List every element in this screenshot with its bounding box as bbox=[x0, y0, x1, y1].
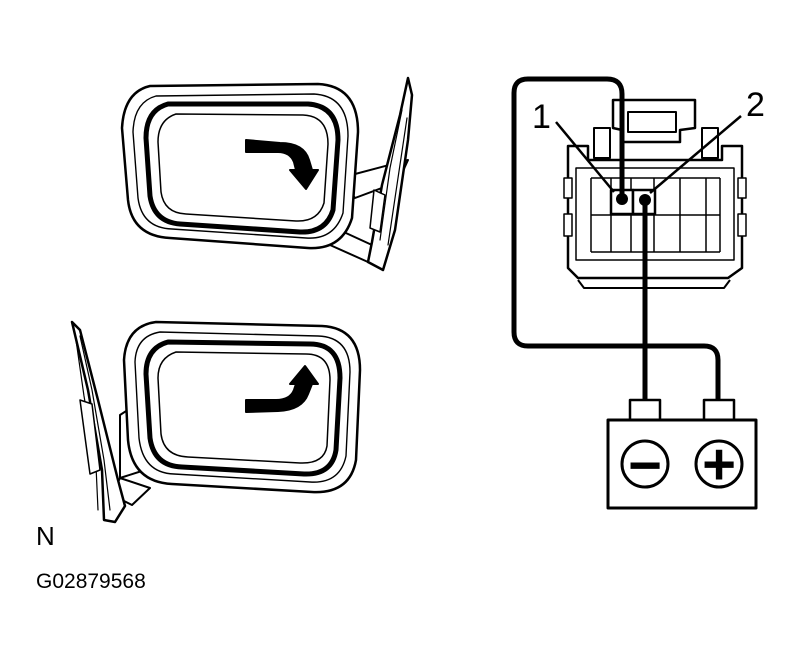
terminal-2-label: 2 bbox=[746, 86, 765, 124]
terminal-1-label: 1 bbox=[532, 98, 551, 136]
battery-positive-sign: + bbox=[702, 432, 736, 497]
lower-mirror-glass-frame bbox=[143, 339, 343, 477]
positive-lead bbox=[511, 76, 721, 405]
figure-id-label: G02879568 bbox=[36, 570, 146, 593]
battery-negative-sign: − bbox=[628, 433, 662, 498]
upper-mirror-housing bbox=[120, 82, 360, 250]
battery-negative-circle bbox=[620, 439, 670, 489]
upper-curved-arrow-icon bbox=[245, 139, 319, 190]
upper-mirror-icon bbox=[120, 76, 414, 272]
connector-icon bbox=[563, 98, 747, 289]
upper-mirror-glass-frame bbox=[143, 101, 341, 235]
lower-mirror-icon bbox=[70, 320, 362, 524]
battery-positive-circle bbox=[694, 439, 744, 489]
orientation-label: N bbox=[36, 521, 55, 551]
battery-icon bbox=[606, 398, 758, 510]
lower-curved-arrow-icon bbox=[245, 365, 319, 413]
lower-mirror-housing bbox=[122, 320, 362, 494]
connector-cavity-grid bbox=[590, 177, 721, 253]
callout-leaders bbox=[555, 115, 742, 194]
test-leads bbox=[511, 76, 721, 405]
